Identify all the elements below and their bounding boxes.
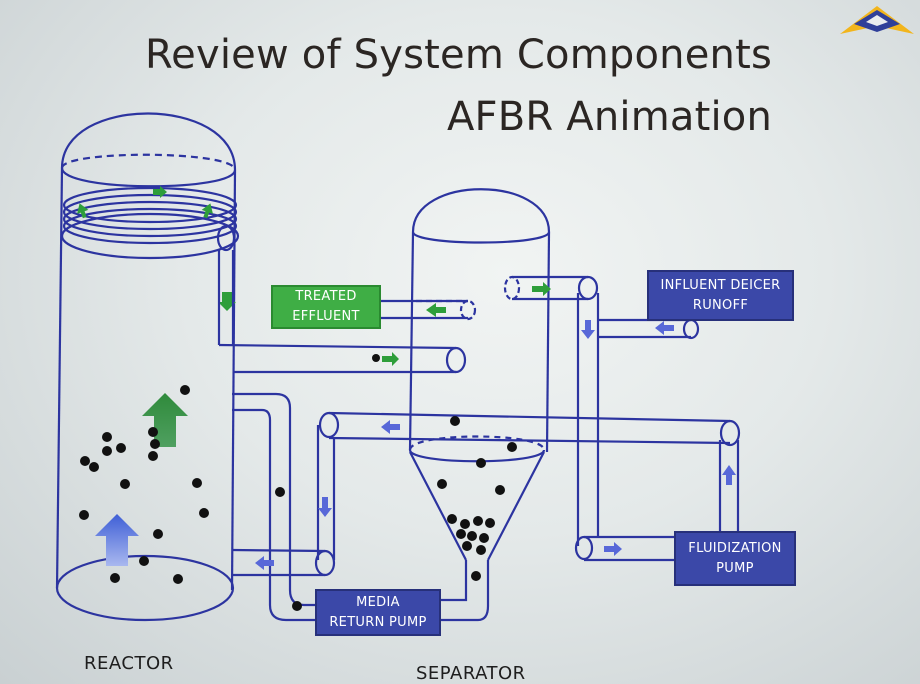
media-return-pump-label: MEDIA RETURN PUMP: [329, 594, 427, 630]
up-arrow-icon: [95, 514, 139, 566]
media-particles: [79, 354, 517, 611]
reactor-ring-flow-arrows: [77, 186, 213, 219]
treated-effluent-label: TREATED EFFLUENT: [292, 289, 360, 324]
flow-arrow-icon: [218, 292, 236, 311]
logo-icon: [840, 6, 914, 34]
treated-effluent-box: TREATED EFFLUENT: [271, 285, 381, 329]
flow-arrow-icon: [655, 321, 674, 335]
flow-arrow-icon: [581, 320, 595, 339]
separator-caption: SEPARATOR: [416, 663, 526, 684]
media-return-pump-box: MEDIA RETURN PUMP: [315, 589, 441, 636]
flow-arrow-icon: [722, 465, 736, 485]
slide-subtitle: AFBR Animation: [446, 94, 772, 140]
flow-arrow-icon: [382, 352, 399, 366]
slide-title: Review of System Components: [144, 32, 772, 78]
up-arrow-icon: [142, 393, 188, 447]
flow-arrow-icon: [381, 420, 400, 434]
fluidization-pump-box: FLUIDIZATION PUMP: [674, 531, 796, 586]
flow-arrow-icon: [426, 303, 446, 317]
reactor-vessel: [55, 112, 240, 622]
separator-vessel: [408, 188, 551, 606]
flow-arrow-icon: [604, 542, 622, 556]
flow-arrow-icon: [532, 282, 551, 296]
flow-arrow-icon: [318, 497, 332, 517]
fluidization-pump-label: FLUIDIZATION PUMP: [688, 540, 782, 576]
influent-deicer-runoff-box: INFLUENT DEICER RUNOFF: [647, 270, 794, 321]
influent-deicer-runoff-label: INFLUENT DEICER RUNOFF: [660, 277, 781, 313]
reactor-caption: REACTOR: [84, 653, 174, 674]
flow-arrow-icon: [255, 556, 274, 570]
flow-arrows: [255, 282, 736, 570]
